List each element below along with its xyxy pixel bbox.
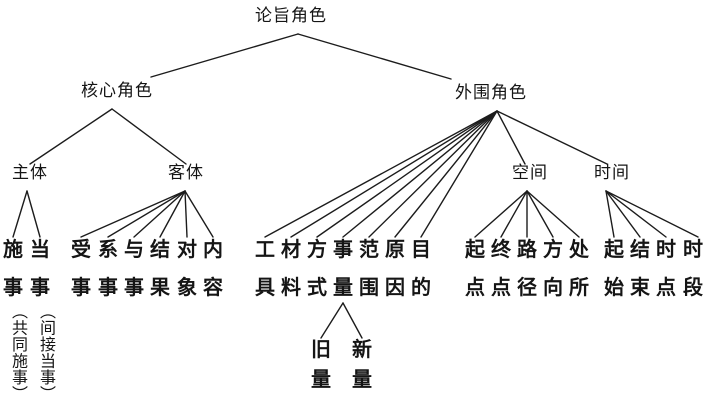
edge-root-peripheral <box>297 33 452 80</box>
node-mudi: 目 的 <box>411 239 431 299</box>
edge-object-group-xishi <box>107 190 186 238</box>
edge-object-group-jieguo <box>159 190 186 238</box>
node-note-jianjie: （间接当事） <box>37 303 54 402</box>
edge-object-group-shoushi <box>80 190 186 238</box>
edge-peripheral-time <box>496 110 608 165</box>
node-fangshi: 方 式 <box>307 239 327 299</box>
node-space: 空间 <box>512 163 548 182</box>
edge-agent-group-shishi <box>12 190 28 238</box>
edge-peripheral-fanwei <box>368 110 498 238</box>
edge-peripheral-yuanyin <box>394 110 498 238</box>
edge-core-agent-group <box>29 108 113 165</box>
node-yuanyin: 原 因 <box>385 239 405 299</box>
edge-peripheral-shiliang <box>342 110 498 238</box>
node-neirong: 内 容 <box>203 239 223 299</box>
edge-object-group-neirong <box>184 190 214 238</box>
node-fangxiang: 方 向 <box>543 239 563 299</box>
node-shiliang: 事 量 <box>333 239 353 299</box>
edge-core-object-group <box>111 108 187 165</box>
edge-time-shiduan <box>605 190 699 238</box>
edge-object-group-yushi <box>133 190 186 238</box>
edge-agent-group-dangshi <box>26 190 41 238</box>
node-dangshi: 当 事 <box>30 239 50 299</box>
node-yushi: 与 事 <box>124 239 144 299</box>
edge-shiliang-xinliang <box>342 302 363 339</box>
edge-peripheral-fangshi <box>316 110 498 238</box>
node-shishi: 施 事 <box>3 239 23 299</box>
edge-peripheral-cailiao <box>290 110 498 238</box>
edge-time-jieshu <box>605 190 641 238</box>
node-cailiao: 材 料 <box>281 239 301 299</box>
node-xinliang: 新 量 <box>352 339 372 391</box>
node-xishi: 系 事 <box>98 239 118 299</box>
edge-peripheral-mudi <box>420 110 498 238</box>
node-core: 核心角色 <box>81 81 153 100</box>
node-note-gongtong: （共同施事） <box>9 303 26 402</box>
node-root: 论旨角色 <box>255 6 327 25</box>
edge-peripheral-gongju <box>264 110 498 238</box>
node-jieguo: 结 果 <box>150 239 170 299</box>
node-qidian: 起 点 <box>465 239 485 299</box>
edge-peripheral-space <box>496 110 526 165</box>
edge-time-shidian <box>605 190 667 238</box>
node-shoushi: 受 事 <box>71 239 91 299</box>
node-fanwei: 范 围 <box>359 239 379 299</box>
node-time: 时间 <box>594 163 630 182</box>
node-peripheral: 外围角色 <box>455 83 527 102</box>
node-qishi: 起 始 <box>604 239 624 299</box>
node-gongju: 工 具 <box>255 239 275 299</box>
node-agent-group: 主体 <box>12 163 48 182</box>
edge-space-fangxiang <box>526 190 554 238</box>
node-chusuo: 处 所 <box>569 239 589 299</box>
edge-space-zhongdian <box>500 190 528 238</box>
edge-space-chusuo <box>526 190 580 238</box>
edge-time-qishi <box>605 190 615 238</box>
edge-root-core <box>150 33 299 78</box>
node-shiduan: 时 段 <box>683 239 703 299</box>
node-zhongdian: 终 点 <box>491 239 511 299</box>
node-shidian: 时 点 <box>656 239 676 299</box>
node-lujing: 路 径 <box>517 239 537 299</box>
edge-object-group-duixiang <box>184 190 188 238</box>
node-object-group: 客体 <box>168 163 204 182</box>
node-jieshu: 结 束 <box>630 239 650 299</box>
node-duixiang: 对 象 <box>177 239 197 299</box>
node-jiuliang: 旧 量 <box>311 339 331 391</box>
edge-space-qidian <box>474 190 528 238</box>
edge-shiliang-jiuliang <box>320 302 344 339</box>
